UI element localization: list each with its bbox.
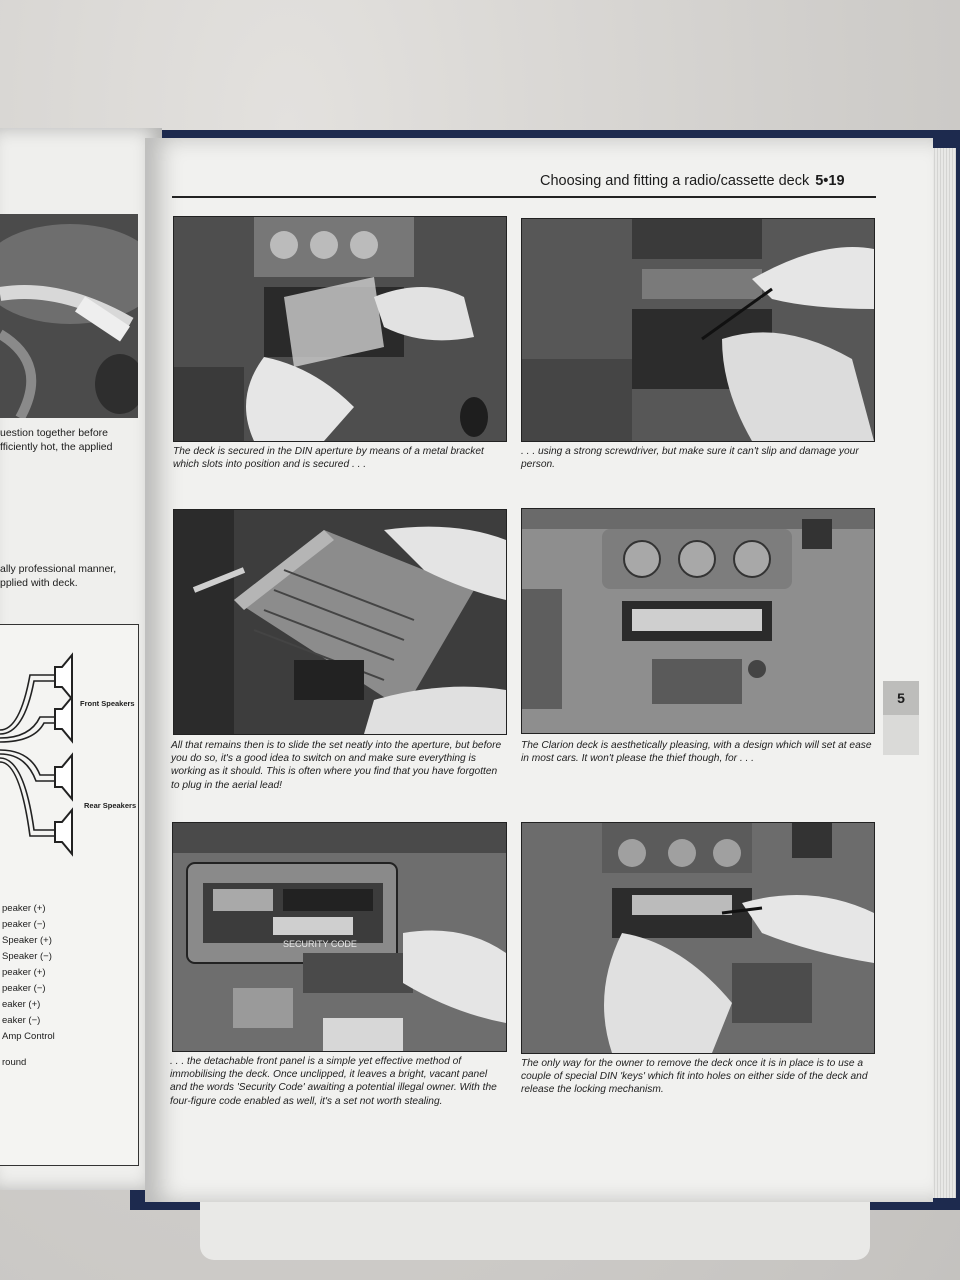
caption-5: . . . the detachable front panel is a si… [170,1056,497,1107]
page-stack-edge [932,148,956,1198]
wire-label: Amp Control [2,1031,55,1042]
left-text-line: ally professional manner, [0,563,117,575]
speaker-icon [54,752,73,802]
wire-label: peaker (−) [2,919,46,930]
header-rule [172,196,876,198]
left-photo-soldering [0,214,138,418]
wire-label: round [2,1057,27,1068]
security-code-label: SECURITY CODE [283,939,357,949]
photo-front-panel: SECURITY CODE [172,822,507,1052]
wire-label: Speaker (−) [2,951,52,962]
left-text-top: uestion together before fficiently hot, … [0,426,112,454]
photo-din-keys [521,822,875,1054]
left-page: uestion together before fficiently hot, … [0,128,162,1190]
wiring-diagram: Front Speakers Rear Speakers peaker (+) … [0,624,139,1166]
wire-label: peaker (+) [2,967,46,978]
photo-slide-in [173,509,507,735]
wire-label: Speaker (+) [2,935,52,946]
chapter-tab-strip [883,715,919,755]
photo-screwdriver [521,218,875,442]
left-text-mid: ally professional manner, pplied with de… [0,562,116,590]
left-text-line: fficiently hot, the applied [0,441,113,453]
front-speakers-label: Front Speakers [80,699,135,708]
page-title: Choosing and fitting a radio/cassette de… [540,173,810,189]
wire-label: peaker (−) [2,983,46,994]
left-text-line: uestion together before [0,427,108,439]
speaker-icon [54,807,73,857]
page-number: 5•19 [815,173,845,189]
page-stack-bottom [200,1200,870,1260]
caption-6: The only way for the owner to remove the… [521,1058,868,1096]
caption-3: All that remains then is to slide the se… [171,740,502,791]
photo-clarion-deck [521,508,875,734]
caption-4: The Clarion deck is aesthetically pleasi… [521,740,872,765]
rear-speakers-label: Rear Speakers [84,801,137,810]
chapter-tab: 5 [883,681,919,715]
caption-1: The deck is secured in the DIN aperture … [173,446,484,471]
speaker-icon [54,694,73,744]
caption-2: . . . using a strong screwdriver, but ma… [521,446,859,471]
page-header: Choosing and fitting a radio/cassette de… [540,173,845,189]
wire-label: eaker (+) [2,999,41,1010]
wire-label: peaker (+) [2,903,46,914]
photo-bracket [173,216,507,442]
speaker-icon [54,652,73,702]
wire-label: eaker (−) [2,1015,41,1026]
left-text-line: pplied with deck. [0,577,78,589]
